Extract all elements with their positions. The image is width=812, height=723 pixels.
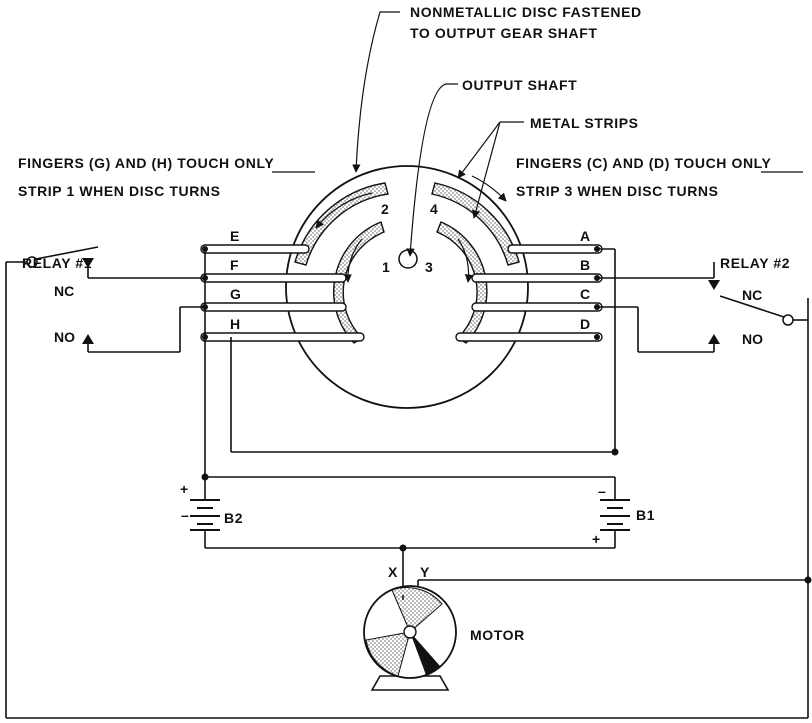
left-note-line2: STRIP 1 WHEN DISC TURNS xyxy=(18,183,221,199)
finger-label-c: C xyxy=(580,286,590,302)
motor-terminal-x: X xyxy=(388,564,398,580)
finger-label-f: F xyxy=(230,257,239,273)
motor-label: MOTOR xyxy=(470,627,525,643)
finger-label-d: D xyxy=(580,316,590,332)
finger-g xyxy=(200,302,347,312)
relay-2 xyxy=(708,280,808,344)
finger-b xyxy=(471,273,603,283)
callout-metal-strips: METAL STRIPS xyxy=(530,115,639,131)
leader-metal-strips-b xyxy=(471,121,501,219)
finger-e xyxy=(200,244,310,254)
battery-b2-minus: – xyxy=(181,507,189,523)
battery-b1 xyxy=(600,499,630,531)
strip-label-2: 2 xyxy=(381,201,389,217)
battery-b1-plus: + xyxy=(592,531,600,547)
strip-label-3: 3 xyxy=(425,259,433,275)
left-note-line1: FINGERS (G) AND (H) TOUCH ONLY xyxy=(18,155,274,171)
battery-b2-plus: + xyxy=(180,481,188,497)
finger-label-g: G xyxy=(230,286,241,302)
finger-a xyxy=(507,244,603,254)
finger-h xyxy=(200,332,365,342)
output-shaft-hole xyxy=(398,249,418,269)
finger-c xyxy=(471,302,603,312)
finger-label-b: B xyxy=(580,257,590,273)
relay-2-nc-label: NC xyxy=(742,287,762,303)
strip-label-1: 1 xyxy=(382,259,390,275)
relay-1-nc-label: NC xyxy=(54,283,74,299)
rotation-arrow-inner-left xyxy=(343,238,363,283)
leader-metal-strips-a xyxy=(457,121,501,179)
relay-2-no-label: NO xyxy=(742,331,763,347)
relay-1 xyxy=(5,246,99,344)
relay-1-no-label: NO xyxy=(54,329,75,345)
motor-terminal-y: Y xyxy=(420,564,430,580)
finger-d xyxy=(455,332,603,342)
leader-output-shaft xyxy=(406,83,458,257)
rotation-arrow-inner-right xyxy=(457,238,474,283)
right-note-line1: FINGERS (C) AND (D) TOUCH ONLY xyxy=(516,155,772,171)
right-note-line2: STRIP 3 WHEN DISC TURNS xyxy=(516,183,719,199)
wiring xyxy=(5,248,812,719)
battery-b1-minus: – xyxy=(598,483,606,499)
metal-strip-2 xyxy=(294,182,389,266)
rotation-arrow-outer-right xyxy=(471,175,507,202)
finger-f xyxy=(200,273,347,283)
rotation-arrow-outer-left xyxy=(315,192,373,229)
leader-disc xyxy=(352,11,400,173)
callout-disc-line1: NONMETALLIC DISC FASTENED xyxy=(410,4,642,20)
relay-1-title: RELAY #1 xyxy=(22,255,92,271)
motor xyxy=(363,585,457,691)
battery-b1-label: B1 xyxy=(636,507,655,523)
callout-output-shaft: OUTPUT SHAFT xyxy=(462,77,577,93)
finger-label-h: H xyxy=(230,316,240,332)
battery-b2 xyxy=(190,499,220,531)
battery-b2-label: B2 xyxy=(224,510,243,526)
strip-label-4: 4 xyxy=(430,201,438,217)
metal-strip-4 xyxy=(431,182,520,266)
finger-label-e: E xyxy=(230,228,239,244)
finger-label-a: A xyxy=(580,228,590,244)
relay-2-title: RELAY #2 xyxy=(720,255,790,271)
nonmetallic-disc xyxy=(285,165,529,409)
callout-disc-line2: TO OUTPUT GEAR SHAFT xyxy=(410,25,598,41)
